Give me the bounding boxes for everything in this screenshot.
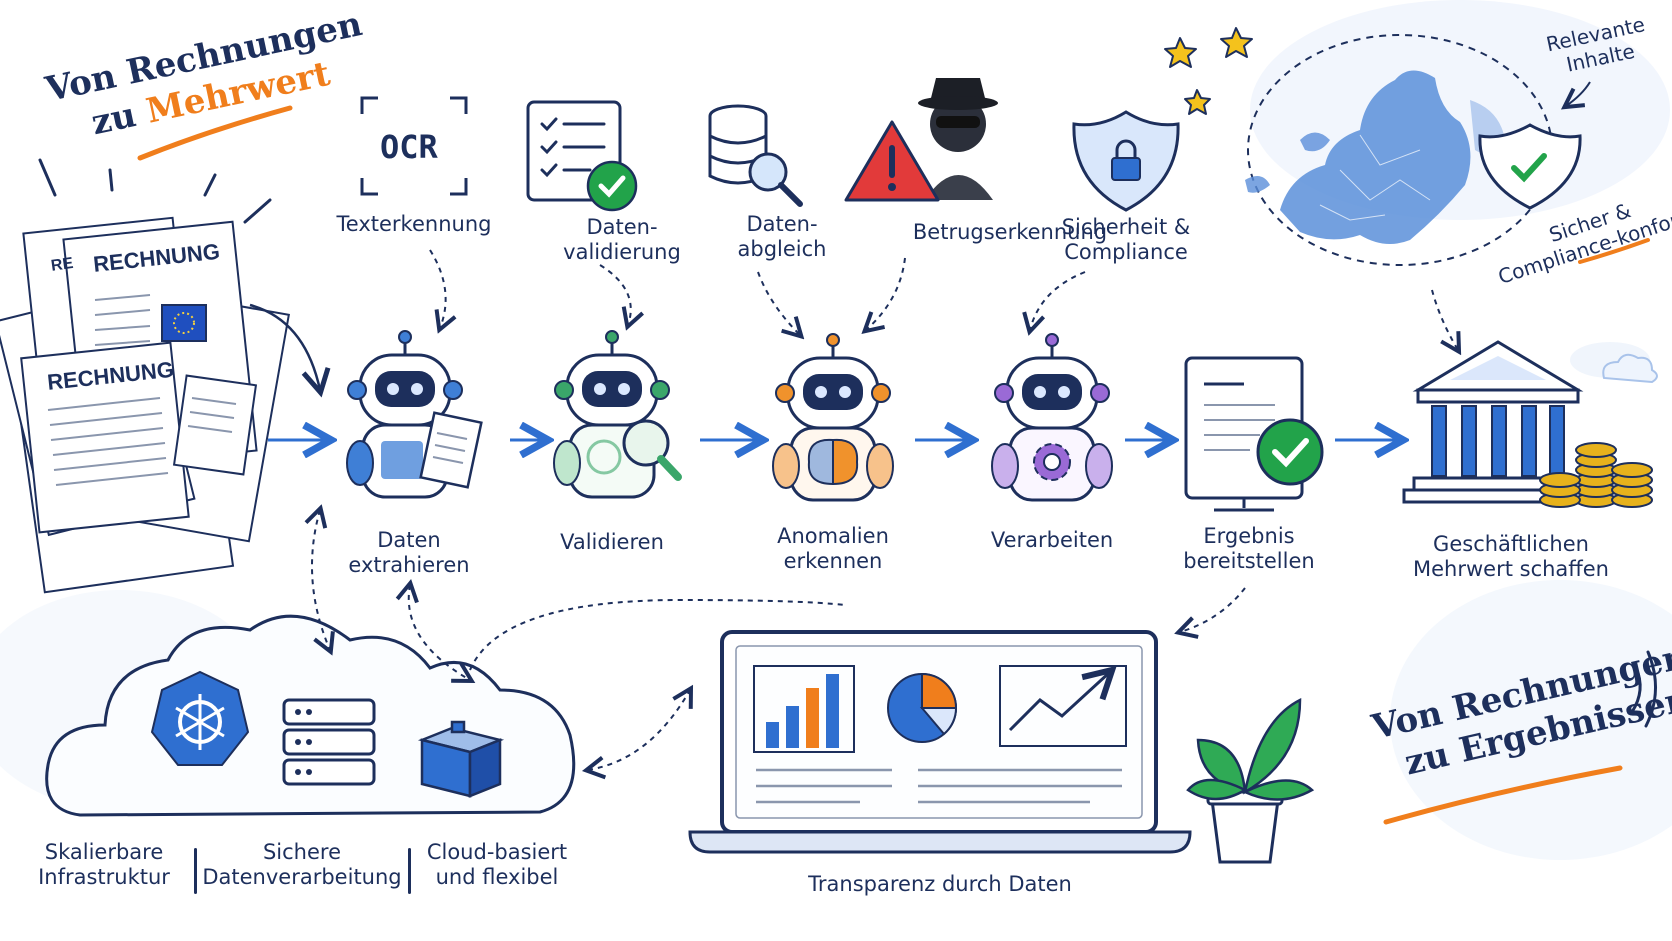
invoice-title-partial: RE	[50, 254, 75, 275]
robot-magnifier-icon	[553, 330, 682, 499]
plant-icon	[1186, 697, 1315, 864]
feature-connectors	[429, 249, 1086, 335]
closing-underline	[1383, 765, 1623, 825]
step-label-1-line-2: extrahieren	[348, 553, 470, 577]
step-label-2-line-1: Validieren	[560, 530, 664, 554]
infra-label-2-line-1: Sichere	[262, 840, 342, 864]
title-line-2-prefix: zu	[88, 95, 140, 144]
monitor-check-icon	[1184, 356, 1324, 512]
robot-document-icon	[346, 330, 483, 499]
ocr-icon-label: OCR	[380, 128, 438, 166]
step-label-4: Verarbeiten	[991, 528, 1113, 553]
step-label-2: Validieren	[560, 530, 664, 555]
dashboard-caption: Transparenz durch Daten	[808, 872, 1072, 896]
fraud-warning-icon	[844, 78, 998, 202]
feature-label-1: Texterkennung	[337, 212, 492, 237]
server-stack-icon	[282, 698, 376, 786]
infra-divider-2	[408, 848, 411, 894]
infra-label-3-line-1: Cloud-basiert	[426, 840, 568, 864]
infra-divider-1	[194, 848, 197, 894]
step-label-3-line-1: Anomalien	[777, 524, 889, 548]
closing-brackets	[1630, 650, 1658, 728]
feature-label-4-line-1: Betrugserkennung	[912, 220, 1108, 244]
feature-label-2-line-1: Daten-	[586, 215, 658, 239]
feature-label-2-line-2: validierung	[563, 240, 681, 264]
infra-label-1-line-2: Infrastruktur	[38, 865, 170, 889]
robot-gear-icon	[991, 333, 1113, 502]
shield-lock-icon	[1072, 110, 1180, 212]
burst-lines	[38, 158, 272, 224]
feature-label-1-line-1: Texterkennung	[336, 212, 492, 236]
step-label-1-line-1: Daten	[377, 528, 441, 552]
relevant-note-arrow	[1566, 81, 1591, 106]
ocr-scan-icon	[360, 96, 468, 196]
feature-label-4: Betrugserkennung	[913, 220, 1107, 245]
database-search-icon	[708, 104, 803, 207]
kubernetes-icon	[150, 670, 250, 766]
feature-label-3-line-1: Daten-	[746, 212, 818, 236]
robot-brain-icon	[772, 333, 894, 502]
star-icons	[1164, 27, 1253, 115]
feature-label-5: Sicherheit &Compliance	[1062, 215, 1191, 265]
feature-label-3-line-2: abgleich	[737, 237, 827, 261]
compliance-underline	[1578, 238, 1650, 264]
bank-coins-icon	[1402, 340, 1653, 508]
feature-label-5-line-2: Compliance	[1064, 240, 1188, 264]
step-label-6-line-1: Geschäftlichen	[1433, 532, 1589, 556]
container-icon	[417, 720, 505, 798]
step-label-6-line-2: Mehrwert schaffen	[1413, 557, 1609, 581]
europe-to-bank-arrow	[1431, 289, 1458, 350]
compliance-shield-icon	[1478, 123, 1582, 210]
step-label-4-line-1: Verarbeiten	[990, 528, 1114, 552]
step-label-5-line-1: Ergebnis	[1203, 524, 1295, 548]
infra-label-3-line-2: und flexibel	[435, 865, 559, 889]
checklist-check-icon	[526, 100, 638, 212]
feature-label-2: Daten-validierung	[563, 215, 681, 265]
infra-label-1-line-1: Skalierbare	[44, 840, 164, 864]
feature-label-3: Daten-abgleich	[738, 212, 827, 262]
feature-label-5-line-1: Sicherheit &	[1061, 215, 1191, 239]
infra-label-2-line-2: Datenverarbeitung	[202, 865, 402, 889]
small-cloud-icon	[1602, 353, 1658, 384]
invoice-stack-icon	[0, 216, 290, 594]
invoice-to-robot-arrow	[249, 303, 320, 390]
step-label-5-line-2: bereitstellen	[1183, 549, 1315, 573]
dashboard-laptop-icon	[688, 630, 1192, 854]
step-label-3-line-2: erkennen	[783, 549, 883, 573]
title-underline	[137, 105, 293, 161]
europe-map-icon	[1245, 34, 1582, 266]
infra-connectors	[312, 510, 1246, 770]
